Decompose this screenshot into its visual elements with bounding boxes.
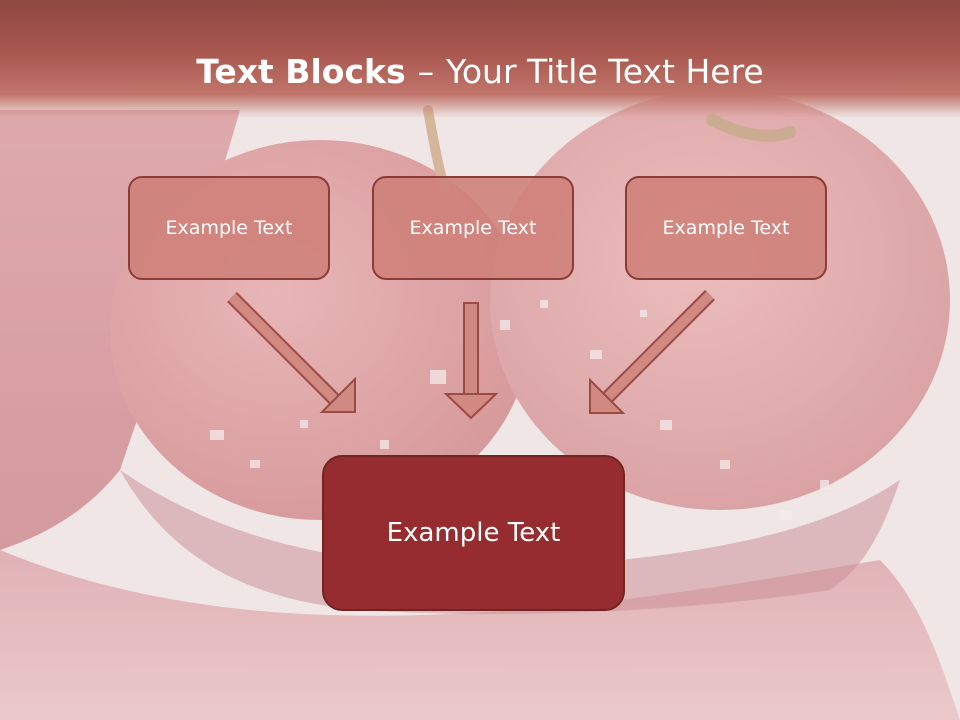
text-box-bottom[interactable]: Example Text (322, 455, 625, 611)
text-box-top-right[interactable]: Example Text (625, 176, 827, 280)
arrow-center (443, 302, 499, 420)
title-bold: Text Blocks (196, 52, 406, 91)
arrow-left (227, 292, 356, 413)
title-band (0, 0, 960, 118)
text-box-top-left[interactable]: Example Text (128, 176, 330, 280)
title-rest: Your Title Text Here (446, 52, 764, 91)
arrow-right (589, 290, 715, 414)
text-box-top-center[interactable]: Example Text (372, 176, 574, 280)
slide-title: Text Blocks–Your Title Text Here (0, 52, 960, 91)
title-dash: – (417, 52, 435, 91)
